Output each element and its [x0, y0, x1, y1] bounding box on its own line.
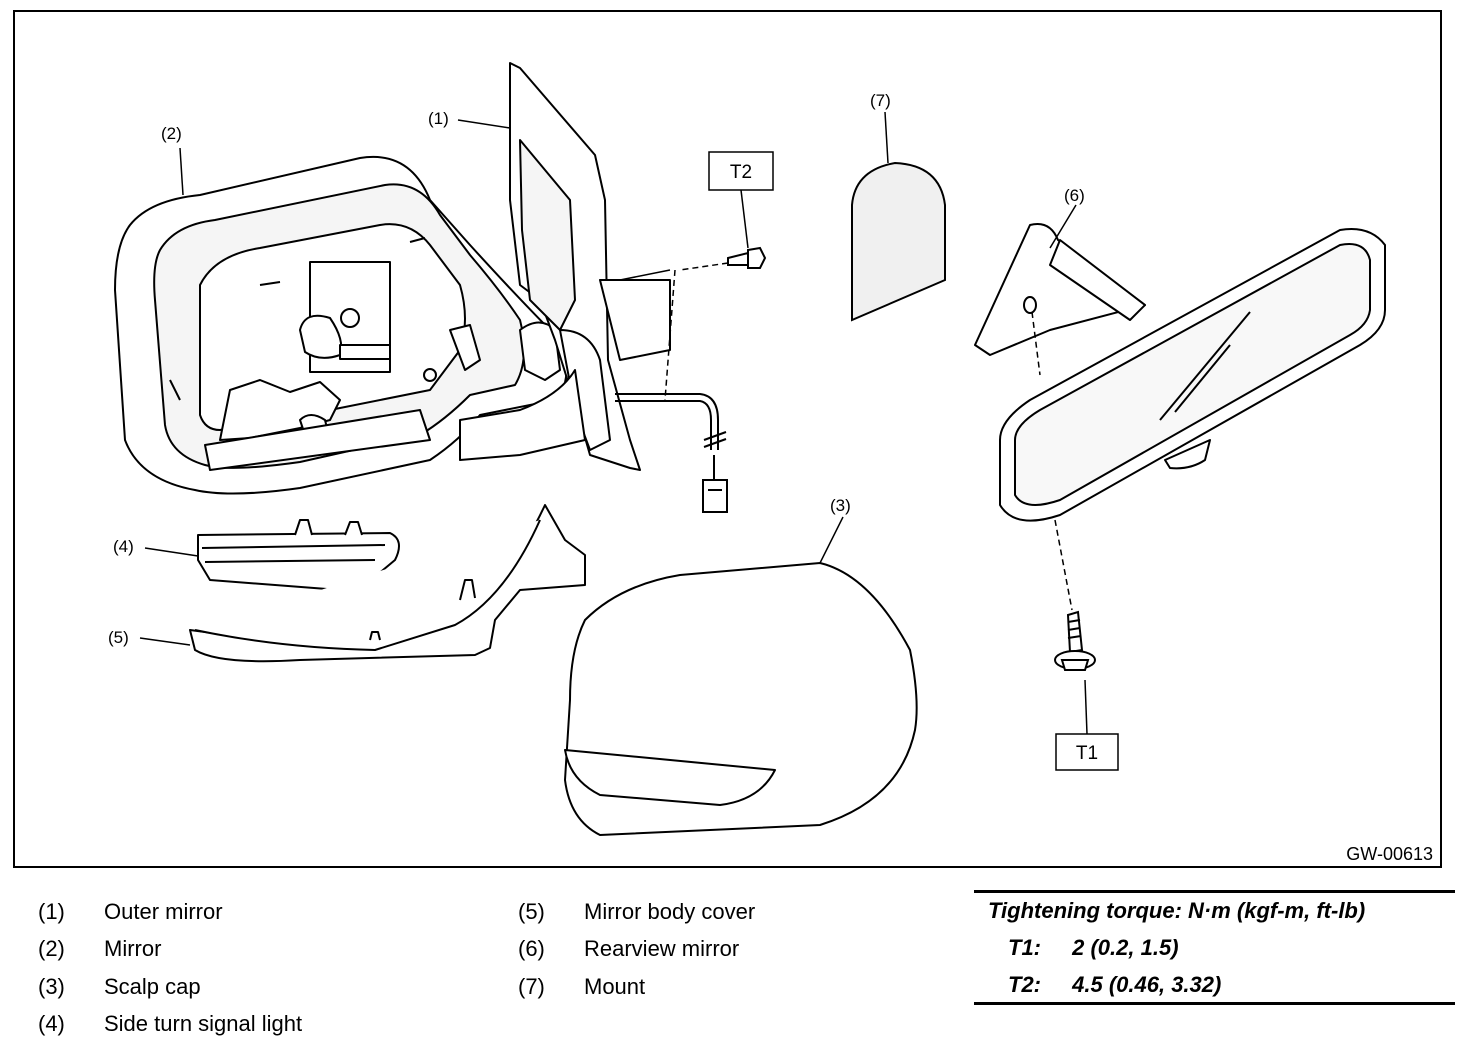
legend-num: (4) [38, 1011, 65, 1037]
legend-item: (5) Mirror body cover [518, 893, 755, 931]
legend-label: Mirror [104, 936, 162, 962]
torque-row: T2: 4.5 (0.46, 3.32) [1008, 972, 1221, 998]
outer-mirror-part [459, 62, 671, 471]
callout-4: (4) [113, 537, 134, 556]
callout-3: (3) [830, 496, 851, 515]
torque-table: Tightening torque: N·m (kgf-m, ft-lb) T1… [974, 890, 1455, 1005]
legend-num: (7) [518, 973, 545, 999]
legend-label: Rearview mirror [584, 936, 740, 962]
callout-7: (7) [870, 91, 891, 110]
t1-tag: T1 [1076, 743, 1098, 764]
legend-num: (6) [518, 936, 545, 962]
t2-tag: T2 [730, 162, 752, 183]
callout-6: (6) [1064, 186, 1085, 205]
torque-rule-bottom [974, 1002, 1455, 1005]
dashed-guides [664, 262, 1073, 611]
legend-label: Side turn signal light [104, 1011, 303, 1037]
legend-item: (6) Rearview mirror [518, 931, 755, 969]
mirror-body-cover-part [189, 504, 586, 663]
torque-tag: T1: [1008, 935, 1041, 960]
mirror-housing-part [114, 155, 568, 495]
legend-right: (5) Mirror body cover (6) Rearview mirro… [518, 893, 755, 1006]
scalp-cap-part [564, 562, 918, 836]
t2-tag-box [708, 151, 774, 191]
diagram-frame [13, 10, 1442, 868]
torque-title: Tightening torque: N·m (kgf-m, ft-lb) [988, 898, 1366, 923]
turn-signal-part [197, 519, 400, 591]
legend-num: (1) [38, 898, 65, 924]
torque-rule-top [974, 890, 1455, 893]
legend-item: (7) Mount [518, 968, 755, 1006]
rearview-mirror-part [974, 223, 1386, 522]
screw-t1 [1054, 610, 1096, 671]
legend-num: (2) [38, 936, 65, 962]
legend-left: (1) Outer mirror (2) Mirror (3) Scalp ca… [38, 893, 302, 1043]
callout-2: (2) [161, 124, 182, 143]
wire-harness [615, 393, 728, 513]
diagram-code: GW-00613 [1346, 844, 1433, 864]
legend-num: (3) [38, 973, 65, 999]
legend-num: (5) [518, 898, 545, 924]
bolt-t2 [727, 246, 767, 269]
callout-5: (5) [108, 628, 129, 647]
legend-item: (1) Outer mirror [38, 893, 302, 931]
torque-value: 4.5 (0.46, 3.32) [1072, 972, 1222, 997]
torque-row: T1: 2 (0.2, 1.5) [1008, 935, 1179, 961]
legend-label: Outer mirror [104, 898, 223, 924]
legend-item: (4) Side turn signal light [38, 1006, 302, 1044]
legend-label: Mount [584, 973, 646, 999]
legend-item: (3) Scalp cap [38, 968, 302, 1006]
torque-tag: T2: [1008, 972, 1041, 997]
legend-label: Scalp cap [104, 973, 201, 999]
exploded-diagram: (1) (2) (3) (4) (5) (6) (7) T2 T1 GW-006… [13, 10, 1442, 868]
legend-label: Mirror body cover [584, 898, 756, 924]
legend-item: (2) Mirror [38, 931, 302, 969]
callout-1: (1) [428, 109, 449, 128]
mount-part [851, 161, 946, 322]
leader-lines [139, 111, 1088, 735]
torque-value: 2 (0.2, 1.5) [1072, 935, 1179, 960]
t1-tag-box [1055, 733, 1119, 771]
